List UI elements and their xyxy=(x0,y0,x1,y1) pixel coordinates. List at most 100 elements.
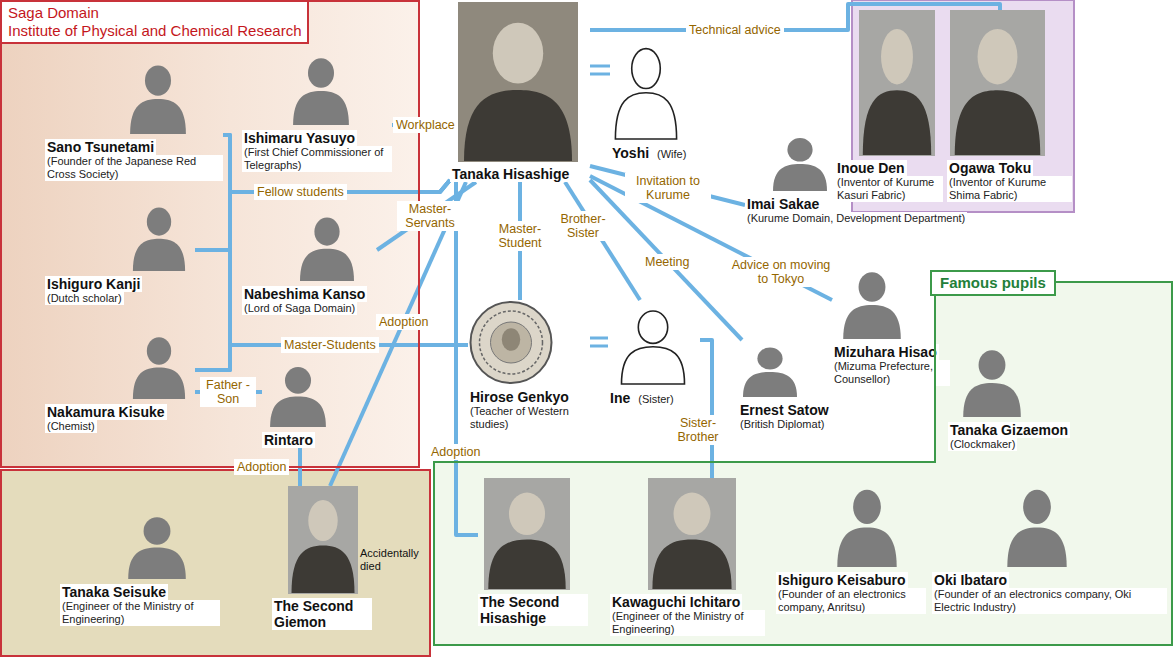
person-name: Mizuhara Hisao xyxy=(832,344,939,360)
figure-head xyxy=(308,500,337,541)
person-box: Inoue Den(Inventor of Kurume Kasuri Fabr… xyxy=(835,10,943,202)
figure-head xyxy=(144,517,171,544)
relation-connector xyxy=(590,180,742,340)
relation-connector xyxy=(330,182,466,486)
relation-label: Sister-Brother xyxy=(667,415,729,445)
person-description: (Kurume Domain, Development Department) xyxy=(745,212,967,225)
portrait-frame xyxy=(1004,478,1070,568)
person-box: Tanaka Gizaemon(Clockmaker) xyxy=(948,340,1088,451)
figure-head xyxy=(979,350,1006,380)
person-name: Rintaro xyxy=(262,432,315,448)
relation-label: Technical advice xyxy=(686,22,784,38)
silhouette-icon xyxy=(130,328,188,400)
photo-ground xyxy=(950,10,1045,156)
person-name: The Second Giemon xyxy=(272,598,372,630)
silhouette-icon xyxy=(267,358,329,428)
figure-head xyxy=(853,490,881,524)
figure-head xyxy=(978,29,1018,84)
text-group: Ogawa Toku(Inventor of Kurume Shima Fabr… xyxy=(947,160,1072,202)
photo-ground xyxy=(484,478,570,590)
relation-label: Fellow students xyxy=(254,184,347,200)
person-box: Yoshi(Wife) xyxy=(610,35,705,162)
person-box: Hirose Genkyo(Teacher of Western studies… xyxy=(468,300,590,431)
relation-connector xyxy=(700,340,712,478)
person-box: Ine (Sister) xyxy=(608,300,700,407)
text-group: Rintaro xyxy=(262,432,342,448)
portrait-photo xyxy=(859,10,935,156)
relation-connector xyxy=(223,135,468,345)
portrait-photo xyxy=(648,478,736,590)
seal-illustration xyxy=(468,300,554,385)
person-name: Imai Sakae xyxy=(745,196,821,212)
figure-body xyxy=(837,528,896,568)
figure-head xyxy=(314,218,339,246)
seal-ring xyxy=(480,311,543,374)
person-description: (Lord of Saga Domain) xyxy=(242,302,357,315)
text-group: Nakamura Kisuke(Chemist) xyxy=(45,404,195,433)
figure-body xyxy=(133,239,185,271)
figure-body xyxy=(622,347,685,384)
relation-label: Father -Son xyxy=(200,377,256,407)
person-box: Ishiguro Keisaburo(Founder of an electro… xyxy=(776,478,926,614)
silhouette-icon xyxy=(740,340,800,398)
person-name: Ishiguro Kanji xyxy=(45,276,142,292)
person-name: Inoue Den xyxy=(835,160,907,176)
figure-body xyxy=(963,383,1021,417)
figure-head xyxy=(509,493,545,536)
relation-label: Advice on moving to Tokyo xyxy=(728,257,834,287)
silhouette-icon xyxy=(840,262,904,340)
figure-body xyxy=(743,372,797,397)
text-group: The Second Giemon xyxy=(272,598,372,630)
figure-head xyxy=(493,23,543,84)
figure-body xyxy=(488,540,565,589)
text-group: Ine (Sister) xyxy=(608,389,700,407)
text-group: Tanaka Gizaemon(Clockmaker) xyxy=(948,422,1088,451)
person-name: Ine xyxy=(608,390,632,406)
person-box: Sano Tsunetami(Founder of the Japanese R… xyxy=(45,55,223,181)
silhouette-icon xyxy=(127,55,189,135)
person-name: The Second Hisashige xyxy=(478,594,588,626)
region-title: Saga Domain xyxy=(8,4,99,22)
person-box: Nakamura Kisuke(Chemist) xyxy=(45,328,195,433)
person-description: (Inventor of Kurume Kasuri Fabric) xyxy=(835,176,943,202)
silhouette-icon xyxy=(290,48,352,126)
region-title-box: Saga DomainInstitute of Physical and Che… xyxy=(0,0,309,44)
text-group: Ishiguro Keisaburo(Founder of an electro… xyxy=(776,572,926,614)
photo-ground xyxy=(648,478,736,590)
silhouette-icon xyxy=(770,130,830,192)
person-name: Tanaka Hisashige xyxy=(450,166,571,182)
person-description: (Founder of an electronics company, Anri… xyxy=(776,588,926,614)
portrait-frame xyxy=(267,358,329,428)
figure-head xyxy=(638,311,667,343)
portrait-frame xyxy=(740,340,800,398)
portrait-frame xyxy=(612,35,680,140)
figure-head xyxy=(881,29,913,84)
figure-head xyxy=(147,337,171,364)
portrait-frame xyxy=(484,478,570,590)
portrait-frame xyxy=(127,55,189,135)
figure-body xyxy=(1007,528,1066,568)
figure-body xyxy=(863,90,931,155)
relation-label: Meeting xyxy=(642,254,692,270)
portrait-frame xyxy=(618,300,688,385)
person-box: Tanaka Seisuke(Engineer of the Ministry … xyxy=(60,508,220,626)
portrait-frame xyxy=(130,328,188,400)
portrait-frame xyxy=(859,10,935,156)
person-box: Imai Sakae(Kurume Domain, Development De… xyxy=(745,130,1010,225)
person-description: (First Chief Commissioner of Telegraphs) xyxy=(242,146,392,172)
person-description: (Founder of an electronics company, Oki … xyxy=(932,588,1167,614)
portrait-frame xyxy=(468,300,554,385)
figure-head xyxy=(674,493,711,536)
person-description: (Founder of the Japanese Red Cross Socie… xyxy=(45,155,223,181)
figure-head xyxy=(285,367,311,394)
person-name: Kawaguchi Ichitaro xyxy=(610,594,742,610)
figure-head xyxy=(308,58,334,88)
text-group: The Second Hisashige xyxy=(478,594,588,626)
portrait-frame xyxy=(290,48,352,126)
figure-body xyxy=(955,90,1041,155)
person-description: (Teacher of Western studies) xyxy=(468,405,590,431)
person-description: (Inventor of Kurume Shima Fabric) xyxy=(947,176,1072,202)
person-description: (Sister) xyxy=(636,393,675,406)
figure-body xyxy=(133,368,185,399)
